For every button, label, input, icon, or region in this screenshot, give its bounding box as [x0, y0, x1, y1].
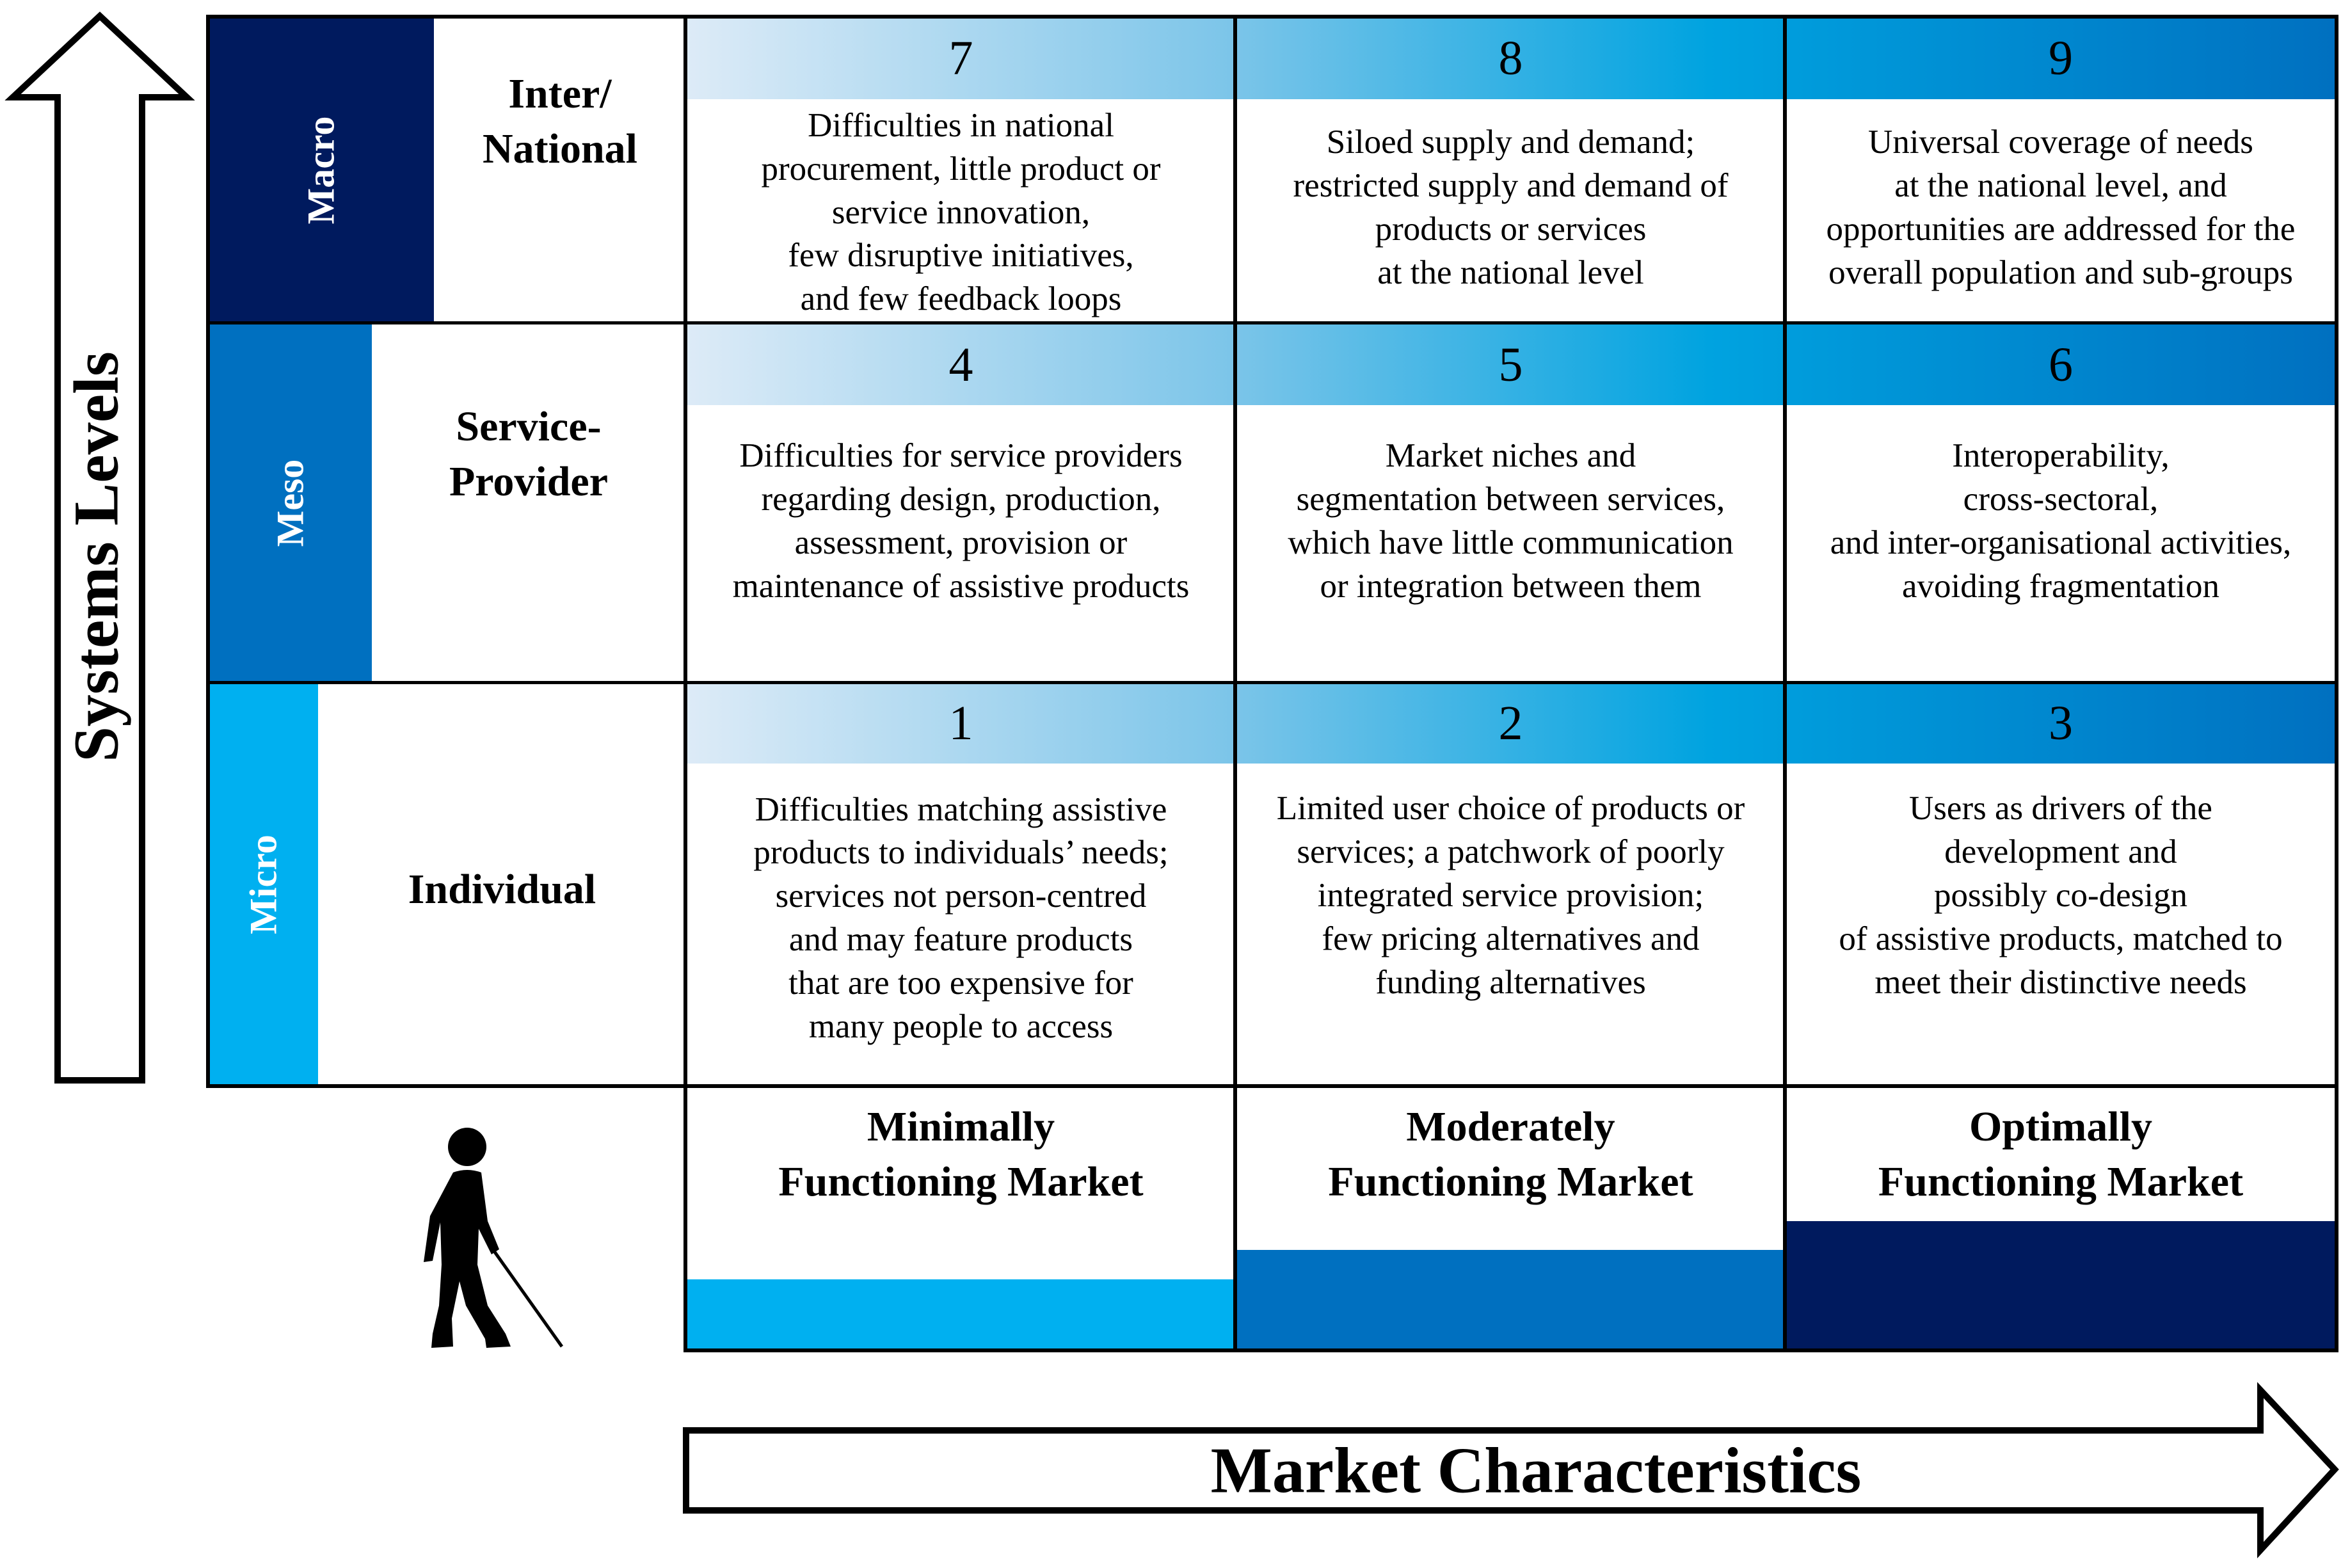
market-level-bar-minimal [686, 1279, 1236, 1350]
grid-line [1783, 15, 1787, 1352]
cell-number-8: 8 [1498, 31, 1523, 85]
y-axis-title: Systems Levels [60, 351, 132, 762]
cell-text-1: Difficulties matching assistive products… [753, 790, 1169, 1045]
grid-line [683, 1348, 2338, 1352]
level-label-micro: Micro [242, 835, 284, 934]
level-block-meso: Meso [209, 323, 372, 683]
grid-line [206, 681, 2338, 684]
row-name-micro: Individual [408, 866, 596, 913]
grid-line [1233, 15, 1237, 1352]
cell-header-bar-row-micro [686, 683, 2336, 764]
cell-text-8: Siloed supply and demand; restricted sup… [1293, 124, 1729, 291]
cell-text-6: Interoperability, cross-sectoral, and in… [1830, 437, 2292, 605]
cell-number-9: 9 [2049, 31, 2073, 85]
cell-text-3: Users as drivers of the development and … [1839, 790, 2283, 1001]
level-label-macro: Macro [300, 116, 342, 224]
level-block-macro: Macro [209, 17, 434, 323]
cell-number-4: 4 [948, 337, 973, 392]
cell-text-9: Universal coverage of needs at the natio… [1826, 124, 2296, 291]
level-label-meso: Meso [269, 459, 311, 547]
grid-line [206, 1084, 2338, 1088]
cell-text-5: Market niches and segmentation between s… [1288, 437, 1734, 605]
grid-line [2335, 15, 2338, 1352]
market-level-bar-moderate [1236, 1250, 1786, 1350]
cell-number-6: 6 [2049, 337, 2073, 392]
cell-number-1: 1 [948, 696, 973, 750]
cell-text-4: Difficulties for service providers regar… [732, 437, 1190, 605]
cell-header-bar-row-macro [686, 17, 2336, 99]
row-name-meso: Service- Provider [449, 403, 609, 505]
x-axis-title: Market Characteristics [1210, 1434, 1862, 1507]
column-title-minimal: Minimally Functioning Market [778, 1103, 1144, 1205]
person-with-white-cane-icon [424, 1128, 564, 1348]
market-level-bar-optimal [1786, 1221, 2336, 1350]
right-arrow-icon [683, 1382, 2339, 1558]
cell-number-2: 2 [1498, 696, 1523, 750]
grid-line [206, 15, 210, 1088]
column-title-optimal: Optimally Functioning Market [1878, 1103, 2244, 1205]
cell-text-2: Limited user choice of products or servi… [1276, 790, 1745, 1001]
cell-number-5: 5 [1498, 337, 1523, 392]
up-arrow-icon [4, 12, 195, 1084]
grid-line [206, 15, 2338, 19]
column-title-moderate: Moderately Functioning Market [1328, 1103, 1693, 1205]
cell-header-bar-row-meso [686, 324, 2336, 405]
row-name-macro: Inter/ National [482, 70, 638, 172]
cell-number-7: 7 [948, 31, 973, 85]
level-block-micro: Micro [209, 683, 318, 1086]
grid-line [683, 15, 687, 1352]
grid-line [206, 321, 2338, 324]
cell-number-3: 3 [2049, 696, 2073, 750]
cell-text-7: Difficulties in national procurement, li… [761, 106, 1161, 318]
